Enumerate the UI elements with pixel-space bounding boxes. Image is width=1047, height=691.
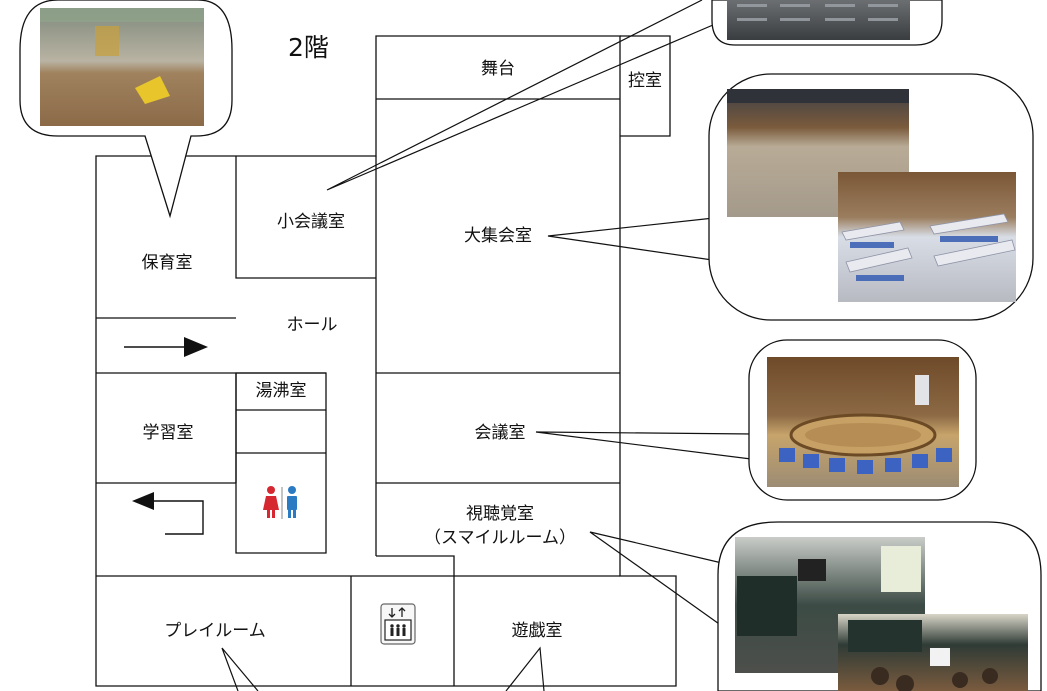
restroom-icon (263, 486, 297, 519)
floor-title: 2階 (288, 33, 329, 62)
room-labels: 舞台 控室 保育室 小会議室 大集会室 ホール 湯沸室 学習室 会議室 視聴覚室… (142, 59, 663, 641)
callout-shichokaku (717, 521, 1042, 691)
photo-hoiku (40, 8, 204, 126)
room-label-kaigi: 会議室 (475, 423, 526, 443)
room-label-hikae: 控室 (628, 71, 662, 91)
corridor-arrow-return (132, 492, 204, 535)
building-walls (95, 35, 677, 687)
room-label-hall: ホール (287, 315, 338, 335)
room-label-smile-room: （スマイルルーム） (424, 528, 576, 548)
room-label-shichokaku: 視聴覚室 (466, 504, 534, 524)
callout-shokaigi (711, 0, 943, 46)
room-label-playroom: プレイルーム (164, 621, 266, 641)
callout-hoiku (19, 0, 233, 219)
callout-daishukai (708, 73, 1034, 321)
room-label-daishukai: 大集会室 (464, 226, 532, 246)
corridor-arrow-right (124, 337, 208, 357)
room-label-yugi: 遊戯室 (512, 621, 563, 641)
callout-kaigi (748, 339, 977, 501)
elevator-icon (380, 603, 416, 645)
callout-pointers (221, 0, 760, 691)
room-label-yuwakashi: 湯沸室 (256, 381, 307, 401)
room-label-shokaigi: 小会議室 (277, 212, 345, 232)
room-label-hoiku: 保育室 (142, 253, 193, 273)
room-label-gakushu: 学習室 (143, 423, 194, 443)
room-label-butai: 舞台 (481, 59, 515, 79)
